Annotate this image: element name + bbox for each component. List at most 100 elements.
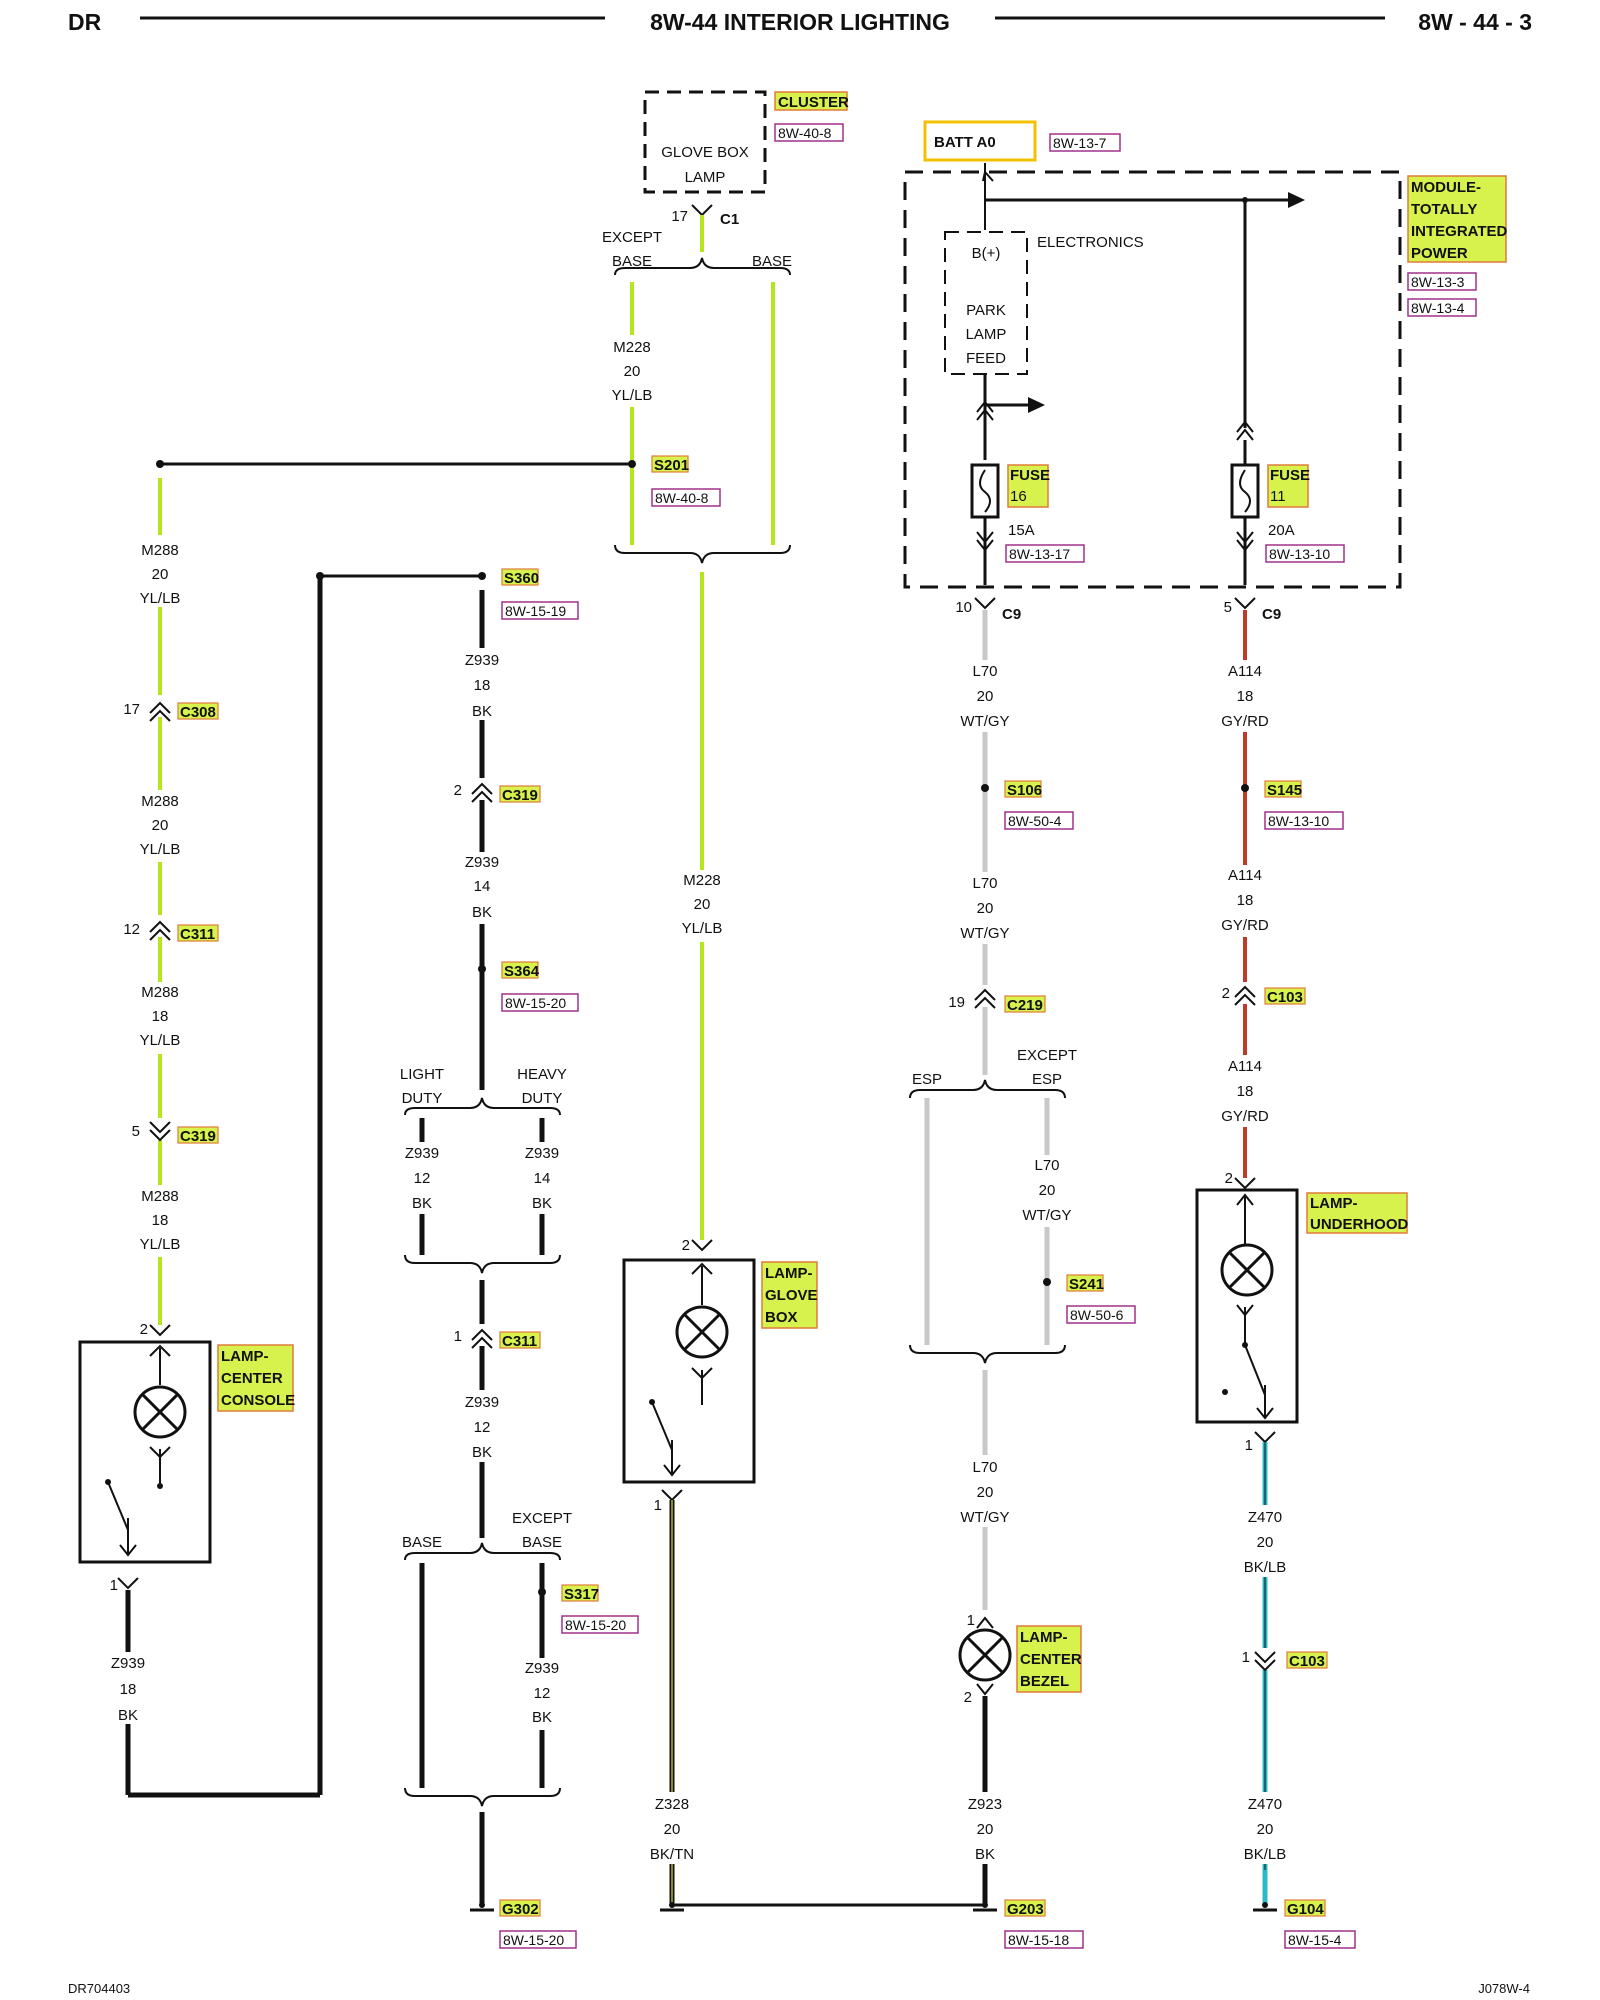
wire-color: YL/LB bbox=[612, 387, 653, 404]
fuse-num: 16 bbox=[1010, 488, 1027, 505]
wire-code: M288 bbox=[141, 1188, 179, 1205]
wire-code: L70 bbox=[1034, 1157, 1059, 1174]
opt-except: EXCEPT bbox=[1017, 1047, 1077, 1064]
splice-ref: 8W-15-20 bbox=[565, 1617, 626, 1633]
conn-name: C9 bbox=[1262, 606, 1281, 623]
wire-code: Z939 bbox=[405, 1145, 439, 1162]
wire-gauge: 12 bbox=[414, 1170, 431, 1187]
lamp-name: CENTER bbox=[221, 1370, 283, 1387]
conn-name: C103 bbox=[1289, 1653, 1325, 1670]
cluster-block: GLOVE BOX LAMP CLUSTER 8W-40-8 17 C1 bbox=[643, 90, 849, 228]
lamp-name: LAMP- bbox=[1020, 1629, 1068, 1646]
wire-gauge: 20 bbox=[977, 900, 994, 917]
cluster-name: CLUSTER bbox=[778, 94, 849, 111]
ground-name: G203 bbox=[1007, 1901, 1044, 1918]
conn-pin: 19 bbox=[948, 994, 965, 1011]
wire-color: BK bbox=[532, 1709, 552, 1726]
wire-color: BK bbox=[118, 1707, 138, 1724]
splice-ref: 8W-50-6 bbox=[1070, 1307, 1124, 1323]
wire-gauge: 20 bbox=[152, 566, 169, 583]
wire-color: YL/LB bbox=[140, 1032, 181, 1049]
opt-esp: ESP bbox=[1032, 1071, 1062, 1088]
wire-gauge: 18 bbox=[1237, 1083, 1254, 1100]
pin: 1 bbox=[654, 1497, 662, 1514]
tipm-ref: 8W-13-3 bbox=[1411, 274, 1465, 290]
wire-color: WT/GY bbox=[960, 713, 1009, 730]
wire-color: BK bbox=[412, 1195, 432, 1212]
conn-name: C319 bbox=[502, 787, 538, 804]
wire-code: A114 bbox=[1228, 867, 1262, 884]
wire-code: A114 bbox=[1228, 663, 1262, 680]
batt-name: BATT A0 bbox=[934, 134, 996, 151]
tipm-name: POWER bbox=[1411, 245, 1468, 262]
wire-code: Z939 bbox=[465, 854, 499, 871]
wire-color: BK bbox=[472, 904, 492, 921]
l70-wiring: 10 C9 L70 20 WT/GY S106 8W-50-4 L70 20 W… bbox=[909, 597, 1136, 1610]
splice-ref: 8W-40-8 bbox=[655, 490, 709, 506]
wire-code: Z939 bbox=[465, 652, 499, 669]
wire-color: WT/GY bbox=[1022, 1207, 1071, 1224]
conn-pin: 17 bbox=[123, 701, 140, 718]
wire-code: M288 bbox=[141, 984, 179, 1001]
splice-name: S241 bbox=[1069, 1276, 1104, 1293]
conn-name: C319 bbox=[180, 1128, 216, 1145]
opt-esp: ESP bbox=[912, 1071, 942, 1088]
cluster-ref: 8W-40-8 bbox=[778, 125, 832, 141]
lamp-name: BOX bbox=[765, 1309, 798, 1326]
lamp-glove-box: 2 LAMP- GLOVE BOX 1 Z328 20 BK/TN bbox=[622, 1237, 985, 1912]
splice-name: S106 bbox=[1007, 782, 1042, 799]
fuse-name: FUSE bbox=[1270, 467, 1310, 484]
page-title: 8W-44 INTERIOR LIGHTING bbox=[650, 9, 950, 35]
lamp-underhood: 2 LAMP- UNDERHOOD 1 Z470 20 BK/LB 1 C103… bbox=[1195, 1170, 1409, 1949]
wire-code: L70 bbox=[972, 875, 997, 892]
page-header: DR 8W-44 INTERIOR LIGHTING 8W - 44 - 3 bbox=[68, 9, 1532, 35]
footer-left: DR704403 bbox=[68, 1981, 130, 1996]
tipm-name: TOTALLY bbox=[1411, 201, 1477, 218]
z939-wiring: S360 8W-15-19 Z939 18 BK 2 C319 Z939 14 … bbox=[390, 568, 639, 1949]
pin: 2 bbox=[964, 1689, 972, 1706]
pin: 1 bbox=[1245, 1437, 1253, 1454]
wire-code: Z470 bbox=[1248, 1796, 1282, 1813]
feed-label: FEED bbox=[966, 350, 1006, 367]
fuse-name: FUSE bbox=[1010, 467, 1050, 484]
lamp-name: CONSOLE bbox=[221, 1392, 295, 1409]
wire-gauge: 20 bbox=[152, 817, 169, 834]
ground-name: G104 bbox=[1287, 1901, 1324, 1918]
conn-name: C311 bbox=[180, 926, 215, 943]
splice-name: S145 bbox=[1267, 782, 1302, 799]
wire-gauge: 18 bbox=[152, 1212, 169, 1229]
conn-name: C219 bbox=[1007, 997, 1043, 1014]
conn-pin: 1 bbox=[1242, 1649, 1250, 1666]
opt-base: BASE bbox=[522, 1534, 562, 1551]
wire-color: BK/LB bbox=[1244, 1559, 1287, 1576]
wire-gauge: 18 bbox=[152, 1008, 169, 1025]
opt-light: LIGHT bbox=[400, 1066, 444, 1083]
wire-color: WT/GY bbox=[960, 1509, 1009, 1526]
wire-code: L70 bbox=[972, 663, 997, 680]
opt-duty: DUTY bbox=[522, 1090, 563, 1107]
wire-gauge: 14 bbox=[474, 878, 491, 895]
conn-name: C308 bbox=[180, 704, 216, 721]
lamp-center-bezel: 1 2 LAMP- CENTER BEZEL Z923 20 BK G203 8… bbox=[953, 1612, 1084, 1949]
wire-code: L70 bbox=[972, 1459, 997, 1476]
pin: 1 bbox=[110, 1577, 118, 1594]
wire-gauge: 20 bbox=[1257, 1534, 1274, 1551]
lamp-name: BEZEL bbox=[1020, 1673, 1069, 1690]
wire-gauge: 18 bbox=[474, 677, 491, 694]
ground-ref: 8W-15-18 bbox=[1008, 1932, 1069, 1948]
wire-color: GY/RD bbox=[1221, 917, 1269, 934]
bulb-icon bbox=[133, 1385, 187, 1439]
wire-gauge: 14 bbox=[534, 1170, 551, 1187]
wire-code: M288 bbox=[141, 542, 179, 559]
opt-base-2: BASE bbox=[752, 253, 792, 270]
conn-name: C103 bbox=[1267, 989, 1303, 1006]
splice-name: S201 bbox=[654, 457, 689, 474]
cluster-pin: 17 bbox=[671, 208, 688, 225]
wire-code: Z939 bbox=[525, 1660, 559, 1677]
wire-color: BK bbox=[472, 1444, 492, 1461]
lamp-name: LAMP- bbox=[765, 1265, 813, 1282]
ground-ref: 8W-15-4 bbox=[1288, 1932, 1342, 1948]
ground-name: G302 bbox=[502, 1901, 539, 1918]
wire-code: A114 bbox=[1228, 1058, 1262, 1075]
bulb-icon bbox=[958, 1628, 1012, 1682]
